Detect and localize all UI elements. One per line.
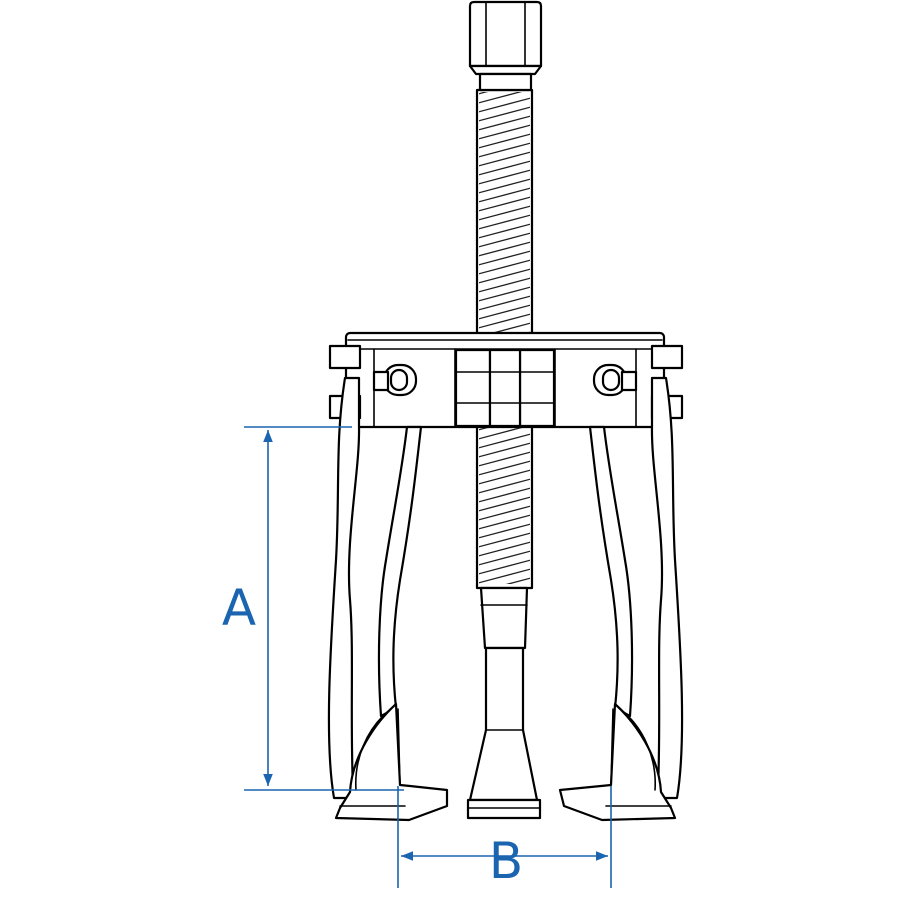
thread-line [479, 451, 530, 467]
thread-line [479, 532, 530, 548]
yoke [328, 331, 684, 429]
right-jaw-inner-arm [588, 425, 634, 718]
thread-line [479, 178, 530, 194]
thread-line [479, 541, 530, 557]
thread-line [479, 133, 530, 149]
thread-line [479, 295, 530, 311]
thread-line [479, 433, 530, 449]
right-jaw-hook [558, 702, 677, 822]
dimension-a: A [222, 426, 404, 791]
thread-line [479, 169, 530, 185]
thread-line [479, 232, 530, 248]
yoke-left-upper-lug [328, 344, 362, 370]
thread-line [479, 106, 530, 122]
thread-line [479, 268, 530, 284]
thread-line [479, 205, 530, 221]
thread-line [479, 160, 530, 176]
hex-head [468, 0, 543, 92]
yoke-right-upper-lug [650, 344, 684, 370]
thread-line [479, 250, 530, 266]
thread-line [479, 442, 530, 458]
thread-line [479, 286, 530, 302]
thread-line [479, 187, 530, 203]
thread-line [479, 478, 530, 494]
left-jaw [327, 376, 449, 822]
thread-line [479, 151, 530, 167]
thread-line [505, 577, 530, 584]
thread-line [486, 322, 530, 334]
thread-line [479, 460, 530, 476]
thread-line [479, 241, 530, 257]
thread-line [479, 428, 523, 440]
left-jaw-outer-arm [327, 376, 361, 800]
thread-line [479, 559, 530, 575]
thread-line [479, 514, 530, 530]
thread-line [479, 97, 530, 113]
thread-line [479, 92, 523, 104]
yoke-nut-center [488, 348, 522, 428]
dimension-a-label: A [222, 579, 256, 637]
thread-line [479, 550, 530, 566]
thread-line [479, 304, 530, 320]
yoke-nut-left [454, 348, 492, 428]
yoke-nut-right [518, 348, 556, 428]
left-jaw-inner-arm [377, 425, 423, 718]
thread-line [479, 313, 530, 329]
thread-line [479, 496, 530, 512]
thread-line [479, 505, 530, 521]
thread-line [479, 214, 530, 230]
thread-line [479, 196, 530, 212]
thread-line [479, 142, 530, 158]
thread-line [479, 523, 530, 539]
dimension-b-label: B [489, 832, 523, 890]
spindle-tip [466, 586, 542, 820]
thread-line [479, 115, 530, 131]
left-jaw-hook [334, 702, 449, 822]
thread-line [479, 487, 530, 503]
right-jaw-outer-arm [650, 376, 684, 800]
thread-line [479, 124, 530, 140]
thread-line [479, 259, 530, 275]
thread-line [479, 223, 530, 239]
thread-line [479, 277, 530, 293]
spindle-thread-lower [479, 428, 530, 584]
right-jaw [558, 376, 684, 822]
thread-line [479, 469, 530, 485]
thread-line [479, 568, 530, 584]
dimension-b: B [397, 786, 612, 890]
spindle-thread-upper [479, 92, 530, 334]
